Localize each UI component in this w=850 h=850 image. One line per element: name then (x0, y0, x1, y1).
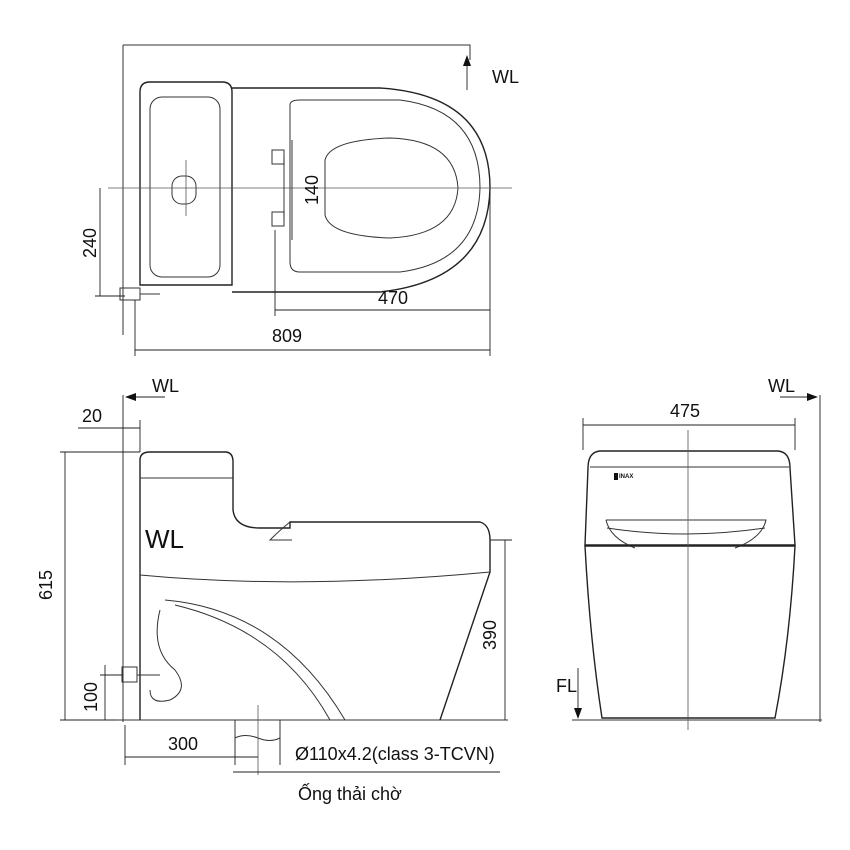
wall-line-top (123, 44, 471, 60)
dim-390: 390 (480, 620, 500, 650)
dim-809: 809 (272, 326, 302, 346)
hinge-right (271, 211, 285, 227)
tank-front (584, 450, 796, 546)
pipe-caption: Ống thải chờ (298, 783, 402, 804)
dim-470: 470 (378, 288, 408, 308)
flush-button (171, 175, 197, 205)
water-level-label: WL (145, 524, 184, 554)
floor-label: FL (556, 676, 577, 696)
wl-arrow-icon (125, 393, 136, 401)
seat-hinge (268, 521, 292, 541)
dim-615: 615 (36, 570, 56, 600)
seat-line (139, 571, 491, 583)
wl-arrow-icon (463, 55, 471, 66)
top-view: WL 240 140 470 809 (80, 44, 519, 356)
fl-arrow-icon (574, 708, 582, 719)
bowl-front (584, 545, 796, 719)
dim-100: 100 (81, 682, 101, 712)
wall-label-front: WL (768, 376, 795, 396)
inax-logo (614, 473, 618, 480)
drain-pipe (234, 720, 281, 765)
supply-hose (149, 609, 182, 702)
dim-240: 240 (80, 228, 100, 258)
toilet-body-side (139, 451, 491, 721)
dim-475: 475 (670, 401, 700, 421)
tank-lid (149, 96, 221, 278)
tank-outline (139, 81, 233, 286)
wl-arrow-icon (807, 393, 818, 401)
brand-logo-text: INAX (619, 474, 633, 480)
supply-valve-side (121, 666, 138, 683)
dim-20: 20 (82, 406, 102, 426)
wall-label-top: WL (492, 67, 519, 87)
wall-label-side: WL (152, 376, 179, 396)
trapway-curve (164, 599, 346, 721)
side-view: WL 20 WL 615 390 100 300 (36, 376, 512, 804)
front-view: WL 475 INAX FL (556, 376, 822, 730)
dim-140: 140 (302, 175, 322, 205)
dim-300: 300 (168, 734, 198, 754)
pipe-spec-label: Ø110x4.2(class 3-TCVN) (295, 744, 495, 764)
hinge-left (271, 149, 285, 165)
